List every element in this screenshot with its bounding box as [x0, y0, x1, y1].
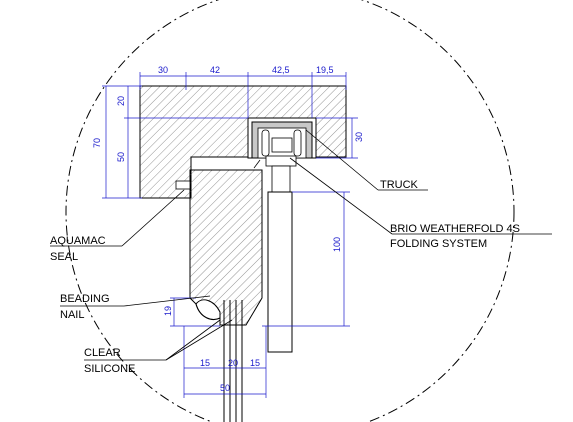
dim-left-20: 20 [116, 96, 126, 106]
dimension-lines [102, 72, 358, 398]
callout-truck: TRUCK [380, 179, 419, 191]
dim-right-30: 30 [354, 132, 364, 142]
callout-silicone-line1: CLEAR [84, 347, 121, 359]
callout-silicone-line2: SILICONE [84, 363, 135, 375]
dim-bottom-15a: 15 [200, 358, 210, 368]
callout-system-line1: BRIO WEATHERFOLD 4S [390, 223, 520, 235]
dim-bottom-15b: 15 [250, 358, 260, 368]
callout-beading-line1: BEADING [60, 293, 110, 305]
dim-top-19-5: 19,5 [316, 65, 334, 75]
door-sash-profile [189, 169, 263, 326]
detail-boundary-circle [65, 0, 515, 422]
dim-left-70: 70 [92, 138, 102, 148]
hanger-bolt [271, 165, 291, 193]
dim-top-42-5: 42,5 [272, 65, 290, 75]
callout-seal-line2: SEAL [50, 251, 78, 263]
callout-leaders [50, 129, 552, 361]
glass-pane [223, 300, 243, 422]
callout-beading-line2: NAIL [60, 309, 84, 321]
dim-right-100: 100 [332, 237, 342, 252]
dim-left-19: 19 [163, 306, 173, 316]
dim-top-42: 42 [210, 65, 220, 75]
callout-seal-line1: AQUAMAC [50, 235, 106, 247]
dim-left-50: 50 [116, 152, 126, 162]
callout-system-line2: FOLDING SYSTEM [390, 238, 487, 250]
beading-profile [195, 303, 221, 321]
dim-bottom-50: 50 [220, 383, 230, 393]
dim-top-30: 30 [158, 65, 168, 75]
dim-bottom-20: 20 [228, 358, 238, 368]
vertical-post [267, 191, 293, 353]
aquamac-seal [175, 180, 191, 190]
